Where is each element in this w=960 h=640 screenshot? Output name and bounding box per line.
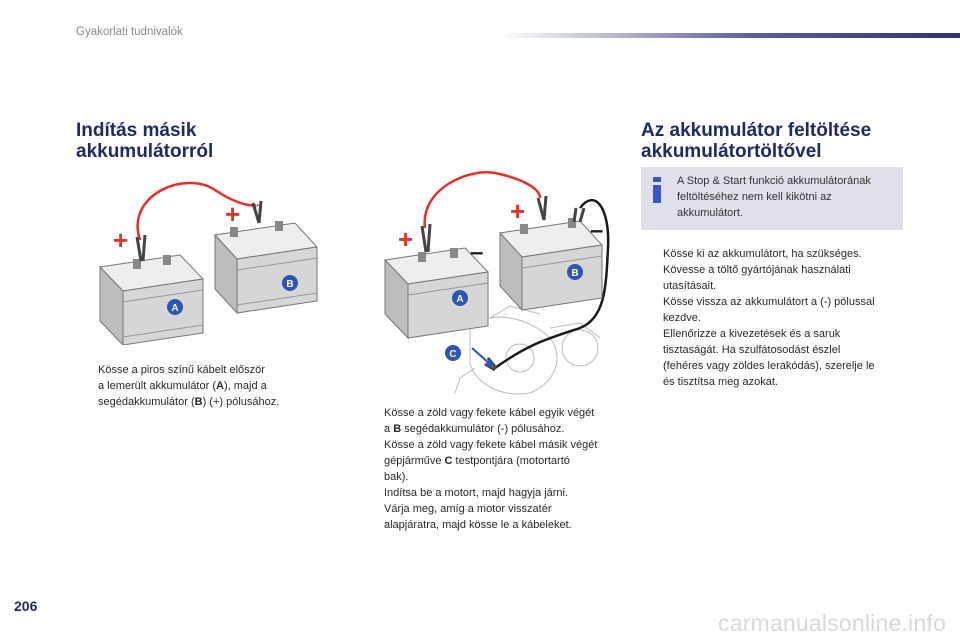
list-item-line: Kövesse a töltő gyártójának használati <box>663 264 851 276</box>
arrow-to-ground <box>471 347 491 365</box>
list-item-line: a lemerült akkumulátor (A), majd a <box>98 380 267 392</box>
plus-sign-b: + <box>225 199 240 229</box>
clamp-a-plus <box>135 234 147 262</box>
badge-c-label: C <box>449 349 456 360</box>
list-item-line: alapjáratra, majd kösse le a kábeleket. <box>384 519 572 531</box>
info-line: A Stop & Start funkció akkumulátorának <box>677 175 871 187</box>
info-icon <box>652 177 662 203</box>
list-item-line: Kösse a zöld vagy fekete kábel egyik vég… <box>384 407 595 419</box>
left-instructions: Kösse a piros színű kábelt először a lem… <box>76 362 316 410</box>
section-title: Gyakorlati tudnivalók <box>76 26 183 38</box>
list-item: Kösse a piros színű kábelt először a lem… <box>76 362 316 410</box>
clamp-b-plus <box>536 195 548 221</box>
badge-b-label: B <box>286 279 293 290</box>
list-item-line: és tisztítsa meg azokat. <box>663 376 778 388</box>
info-box: A Stop & Start funkció akkumulátorának f… <box>641 167 903 230</box>
badge-a <box>452 290 468 306</box>
list-item-line: Várja meg, amíg a motor visszatér <box>384 503 552 515</box>
list-item-line: a B segédakkumulátor (-) pólusához. <box>384 423 565 435</box>
heading-line: akkumulátorról <box>76 141 214 162</box>
page-number: 206 <box>14 598 38 614</box>
list-item: Kösse a zöld vagy fekete kábel másik vég… <box>362 437 622 485</box>
list-item: Kösse vissza az akkumulátort a (-) pólus… <box>641 294 911 326</box>
battery-a <box>98 254 205 345</box>
battery-b <box>498 218 604 312</box>
list-item-line: bak). <box>384 471 409 483</box>
heading-line: Indítás másik <box>76 120 197 141</box>
clamp-b-minus <box>572 207 586 223</box>
minus-sign-a: – <box>470 239 483 266</box>
list-item: Várja meg, amíg a motor visszatér alapjá… <box>362 501 622 533</box>
list-item-line: segédakkumulátor (B) (+) pólusához. <box>98 396 280 408</box>
heading-jump-start: Indítás másik akkumulátorról <box>76 120 213 162</box>
list-item-line: Indítsa be a motort, majd hagyja járni. <box>384 487 569 499</box>
clamp-b-plus <box>251 200 263 224</box>
clamp-a-plus <box>420 223 432 253</box>
list-item-line: Kösse vissza az akkumulátort a (-) pólus… <box>663 296 875 308</box>
right-instructions: Kösse ki az akkumulátort, ha szükséges. … <box>641 246 911 390</box>
info-line: akkumulátort. <box>677 207 744 219</box>
badge-a-label: A <box>456 294 463 305</box>
jump-start-diagram-ground-point: + + – – A B C <box>383 171 610 395</box>
list-item-line: gépjárműve C testpontjára (motortartó <box>384 455 570 467</box>
list-item-line: Kösse ki az akkumulátort, ha szükséges. <box>663 248 862 260</box>
heading-charger: Az akkumulátor feltöltése akkumulátortöl… <box>641 120 871 162</box>
battery-b <box>213 221 319 315</box>
badge-a <box>167 299 183 315</box>
list-item-line: Ellenőrizze a kivezetések és a saruk <box>663 328 841 340</box>
header-gradient-bar <box>500 33 960 38</box>
jump-start-diagram-two-batteries: + + A B <box>98 181 319 345</box>
badge-b <box>567 264 583 280</box>
list-item-line: kezdve. <box>663 312 701 324</box>
watermark: carmanualsonline.info <box>718 610 946 636</box>
plus-sign-a: + <box>113 225 128 255</box>
list-item: Kösse a zöld vagy fekete kábel egyik vég… <box>362 405 622 437</box>
list-item-line: utasításait. <box>663 280 717 292</box>
plus-sign-b: + <box>510 196 525 226</box>
info-text: A Stop & Start funkció akkumulátorának f… <box>677 173 899 221</box>
badge-c <box>445 345 461 361</box>
list-item: Indítsa be a motort, majd hagyja járni. <box>362 485 622 501</box>
list-item-line: Kösse a piros színű kábelt először <box>98 364 265 376</box>
arrow-head <box>484 359 493 368</box>
badge-b-label: B <box>571 268 578 279</box>
black-cable <box>494 199 610 370</box>
center-instructions: Kösse a zöld vagy fekete kábel egyik vég… <box>362 405 622 533</box>
red-cable <box>423 171 542 229</box>
heading-line: Az akkumulátor feltöltése <box>641 120 872 141</box>
list-item-line: (fehéres vagy zöldes lerakódás), szerelj… <box>663 360 875 372</box>
list-item: Ellenőrizze a kivezetések és a saruk tis… <box>641 326 911 390</box>
heading-line: akkumulátortöltővel <box>641 141 822 162</box>
engine-sketch <box>454 305 601 395</box>
plus-sign-a: + <box>398 224 413 254</box>
info-line: feltöltéséhez nem kell kikötni az <box>677 191 832 203</box>
minus-sign-b: – <box>590 217 603 244</box>
list-item: Kösse ki az akkumulátort, ha szükséges. <box>641 246 911 262</box>
list-item-line: tisztaságát. Ha szulfátosodást észlel <box>663 344 841 356</box>
badge-b <box>282 275 298 291</box>
badge-a-label: A <box>171 303 178 314</box>
battery-a <box>383 247 490 340</box>
list-item-line: Kösse a zöld vagy fekete kábel másik vég… <box>384 439 598 451</box>
list-item: Kövesse a töltő gyártójának használati u… <box>641 262 911 294</box>
